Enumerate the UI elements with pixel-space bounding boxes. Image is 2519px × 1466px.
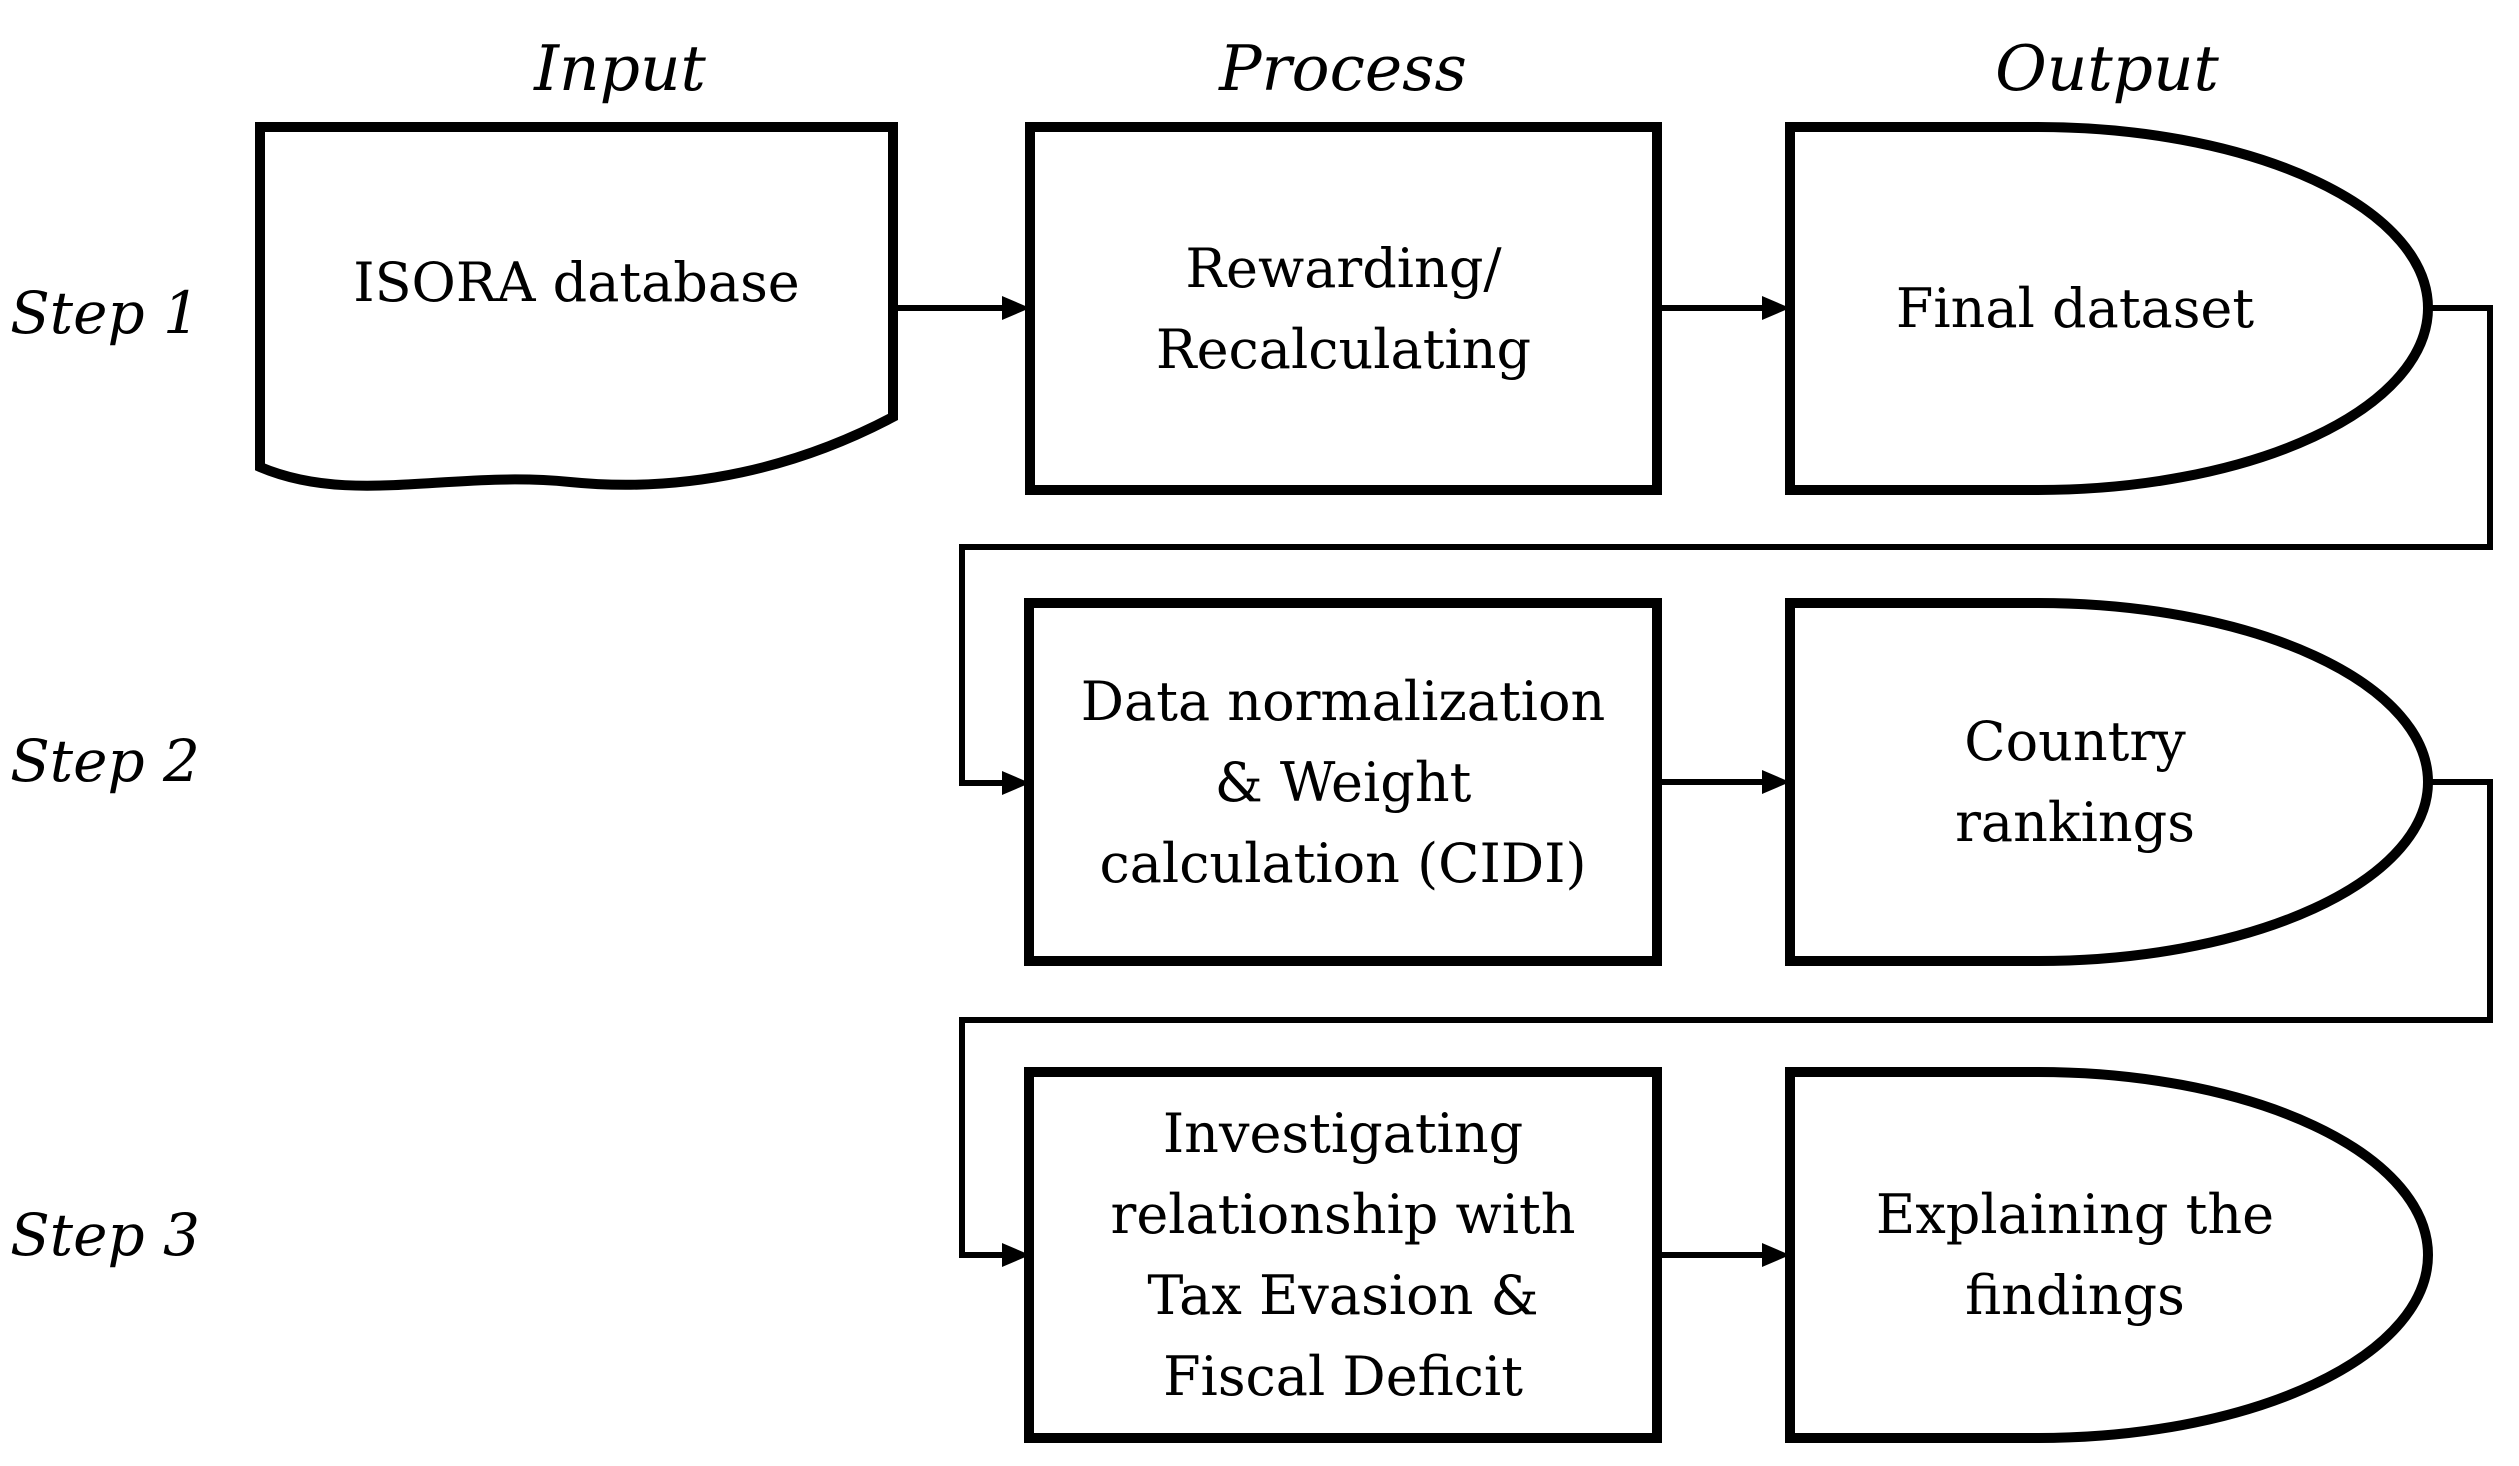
normalization-process-box bbox=[1024, 598, 1662, 966]
arrowhead-isora-to-rewarding bbox=[1002, 296, 1030, 320]
step-label-1: Step 1 bbox=[10, 279, 200, 347]
column-header-output: Output bbox=[1995, 31, 2219, 105]
isora-document-shape bbox=[255, 122, 898, 491]
node-label-explaining-findings: Explaining the findings bbox=[1875, 1183, 2275, 1327]
arrowhead-investigating-to-explaining bbox=[1762, 1243, 1790, 1267]
node-label-data-normalization: Data normalization & Weight calculation … bbox=[1080, 669, 1606, 895]
node-label-country-rankings: Country rankings bbox=[1955, 710, 2195, 854]
arrowhead-normalization-to-rankings bbox=[1762, 770, 1790, 794]
connector-rankings-to-investigating bbox=[959, 779, 2493, 1258]
column-header-process: Process bbox=[1219, 31, 1467, 105]
node-label-isora-database: ISORA database bbox=[353, 250, 800, 314]
column-header-input: Input bbox=[534, 31, 706, 105]
final-dataset-output-shape bbox=[1785, 122, 2434, 495]
arrowhead-rankings-to-investigating bbox=[1002, 1243, 1030, 1267]
node-label-investigating-relationship: Investigating relationship with Tax Evas… bbox=[1110, 1102, 1576, 1408]
arrowhead-final-to-normalization bbox=[1002, 771, 1030, 795]
step-label-2: Step 2 bbox=[10, 727, 200, 795]
arrowhead-rewarding-to-final bbox=[1762, 296, 1790, 320]
country-rankings-output-shape bbox=[1785, 598, 2434, 966]
node-label-final-dataset: Final dataset bbox=[1895, 277, 2255, 340]
node-label-rewarding-recalculating: Rewarding/ Recalculating bbox=[1155, 236, 1532, 381]
explaining-output-shape bbox=[1785, 1067, 2434, 1443]
connector-final-to-normalization bbox=[959, 305, 2493, 786]
step-label-3: Step 3 bbox=[10, 1201, 200, 1269]
